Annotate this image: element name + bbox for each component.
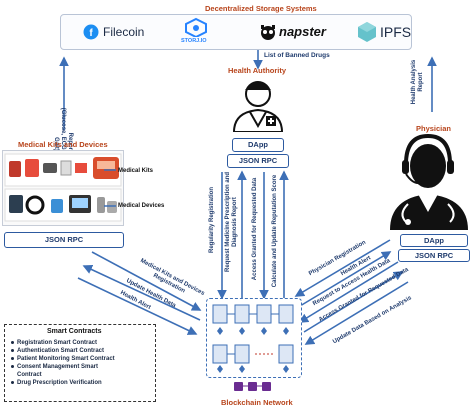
jsonrpc-left-box: JSON RPC [4, 232, 124, 248]
smart-contracts-list: Registration Smart Contract Authenticati… [11, 339, 115, 387]
storage-panel: f Filecoin STORJ.IO napster IPFS [60, 14, 412, 50]
blockchain-network-title: Blockchain Network [221, 398, 293, 407]
arrow-health-alert-right [299, 251, 392, 307]
medical-kits-devices-panel [2, 150, 124, 226]
storj-logo: STORJ.IO [179, 17, 213, 47]
smart-contract-item: Patient Monitoring Smart Contract [11, 355, 115, 363]
banned-drugs-label: List of Banned Drugs [264, 52, 330, 59]
bullet-icon [11, 364, 14, 368]
smart-contracts-title: Smart Contracts [47, 328, 102, 335]
arrow-access-granted-right [303, 271, 404, 333]
bullet-icon [11, 380, 14, 384]
arrow-physician-registration [294, 239, 391, 297]
storj-label: STORJ.IO [181, 38, 207, 44]
filecoin-logo: f Filecoin [83, 24, 144, 45]
smart-contract-item-continued: Contract [11, 371, 115, 379]
svg-text:f: f [89, 28, 93, 39]
smart-contract-text: Patient Monitoring Smart Contract [17, 356, 115, 362]
arrow-lines [59, 48, 437, 345]
physician-icon [390, 134, 468, 230]
jsonrpc-right-box: JSON RPC [398, 249, 470, 262]
health-authority-title: Health Authority [228, 66, 287, 75]
bullet-icon [11, 340, 14, 344]
health-analysis-label: Health Analysis Report [411, 52, 425, 112]
medical-equipment-illustration [4, 153, 122, 222]
storage-title: Decentralized Storage Systems [205, 4, 317, 13]
health-analysis-line-2: Report [418, 72, 424, 92]
blockchain-blocks-illustration [212, 304, 294, 373]
smart-contract-item: Drug Prescription Verification [11, 379, 115, 387]
pointer-arrows [104, 169, 116, 207]
napster-label: napster [279, 24, 326, 39]
filecoin-icon: f [83, 24, 99, 40]
smart-contract-item: Consent Management Smart [11, 363, 115, 371]
storj-icon [185, 17, 207, 39]
physician-title: Physician [416, 124, 452, 133]
napster-logo: napster [259, 23, 326, 46]
smart-contract-text: Registration Smart Contract [17, 340, 98, 346]
arrow-kits-registration [91, 251, 202, 311]
request-medicine-line-2: Diagnosis Report [232, 197, 238, 247]
smart-contracts-panel: Smart Contracts Registration Smart Contr… [4, 324, 156, 402]
smart-contract-text: Authentication Smart Contract [17, 348, 105, 354]
regularity-registration-label: Regularity Registration [209, 187, 215, 254]
arrow-update-analysis [304, 281, 409, 345]
arrow-health-alert-left [77, 277, 198, 335]
blockchain-cubes-icon [234, 382, 271, 391]
bullet-icon [11, 348, 14, 352]
health-authority-icon [232, 81, 284, 132]
calculate-reputation-label: Calculate and Update Reputation Score [272, 174, 278, 288]
ipfs-logo: IPFS [357, 21, 411, 48]
jsonrpc-center-box: JSON RPC [227, 154, 289, 168]
napster-cat-icon [261, 25, 275, 40]
smart-contract-text: Contract [17, 372, 42, 378]
arrow-update-health [82, 265, 201, 321]
smart-contract-item: Authentication Smart Contract [11, 347, 115, 355]
bullet-icon [11, 356, 14, 360]
blockchain-network-panel [206, 298, 302, 378]
ipfs-cube-icon [358, 22, 376, 42]
request-medicine-line-1: Request Medicine Prescription and [225, 171, 231, 272]
smart-contract-text: Drug Prescription Verification [17, 380, 102, 386]
dapp-center-box: DApp [232, 138, 284, 152]
access-granted-center-label: Access Granted for Requested Data [252, 177, 258, 281]
smart-contract-text: Consent Management Smart [17, 364, 99, 370]
dapp-right-box: DApp [400, 234, 468, 247]
arrow-request-access [298, 261, 399, 323]
filecoin-label: Filecoin [103, 25, 145, 39]
smart-contract-item: Registration Smart Contract [11, 339, 115, 347]
ipfs-label: IPFS [380, 24, 412, 40]
medical-kits-label: Medical Kits [118, 168, 154, 174]
request-medicine-label: Request Medicine Prescription and Diagno… [225, 172, 239, 272]
medical-kits-devices-title: Medical Kits and Devices [18, 140, 108, 149]
health-analysis-line-1: Health Analysis [411, 59, 417, 105]
medical-devices-label: Medical Devices [118, 203, 165, 209]
